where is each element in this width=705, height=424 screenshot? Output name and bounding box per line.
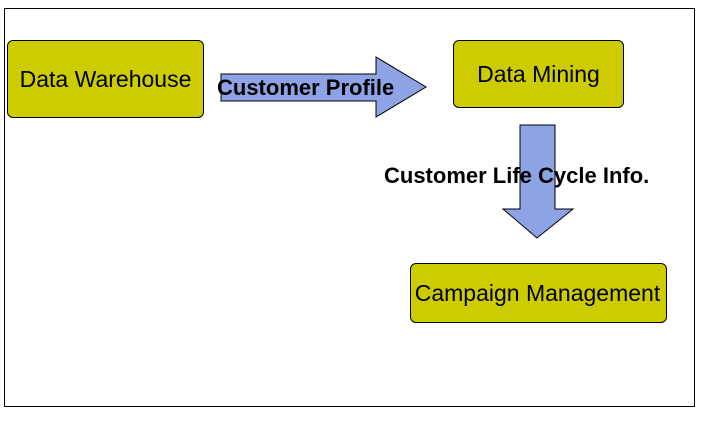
customer-profile-label: Customer Profile [217, 75, 395, 100]
arrow-right [220, 56, 427, 118]
data-warehouse-label: Data Warehouse [19, 65, 192, 92]
data-warehouse-node: Data Warehouse [7, 40, 204, 118]
data-mining-node: Data Mining [453, 40, 624, 108]
data-mining-label: Data Mining [477, 60, 600, 87]
customer-lifecycle-label: Customer Life Cycle Info. [384, 163, 650, 188]
campaign-management-node: Campaign Management [410, 263, 667, 323]
campaign-management-label: Campaign Management [414, 279, 661, 306]
arrow-down [501, 124, 575, 239]
